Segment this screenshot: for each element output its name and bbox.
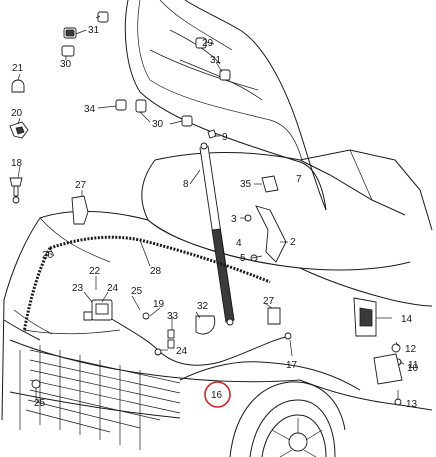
misc-fasteners <box>31 312 292 398</box>
callout-18: 18 <box>11 158 23 169</box>
callout-5: 5 <box>240 253 246 264</box>
callout-labels: 1 2 3 4 5 7 8 9 10 11 12 13 14 16 17 18 … <box>11 25 419 410</box>
callout-3: 3 <box>231 214 237 225</box>
callout-27a: 27 <box>75 180 87 191</box>
callout-30b: 30 <box>152 119 164 130</box>
hood-panel <box>124 0 327 211</box>
highlight-ring <box>204 381 231 408</box>
callout-31b: 31 <box>210 55 222 66</box>
callout-32: 32 <box>197 301 209 312</box>
callout-2: 2 <box>290 237 296 248</box>
hood-latch <box>83 299 113 321</box>
wheel <box>249 399 336 457</box>
rubber-stop-parts <box>61 11 231 127</box>
callout-21: 21 <box>12 63 24 74</box>
callout-24a: 24 <box>107 283 119 294</box>
callout-23: 23 <box>72 283 84 294</box>
callout-22: 22 <box>89 266 101 277</box>
callout-17: 17 <box>286 360 298 371</box>
callout-20: 20 <box>11 108 23 119</box>
callout-33: 33 <box>167 311 179 322</box>
callout-26: 26 <box>42 250 54 261</box>
callout-13: 13 <box>406 399 418 410</box>
callout-7: 7 <box>296 174 302 185</box>
callout-34: 34 <box>84 104 96 115</box>
callout-29: 29 <box>202 38 214 49</box>
release-cable <box>23 317 291 366</box>
callout-25b: 25 <box>34 398 46 409</box>
callout-10: 10 <box>407 363 419 374</box>
callout-25a: 25 <box>131 286 143 297</box>
callout-30a: 30 <box>60 59 72 70</box>
callout-12: 12 <box>405 344 417 355</box>
callout-9: 9 <box>222 132 228 143</box>
callout-31a: 31 <box>88 25 100 36</box>
hinge-parts <box>71 129 287 335</box>
callout-11: 11 <box>408 360 419 371</box>
callout-28: 28 <box>150 266 162 277</box>
clip-parts <box>9 79 29 204</box>
callout-14: 14 <box>401 314 413 325</box>
callout-16: 16 <box>211 390 223 401</box>
callout-4: 4 <box>236 238 242 249</box>
callout-24b: 24 <box>176 346 188 357</box>
callout-19: 19 <box>153 299 165 310</box>
callout-8: 8 <box>183 179 189 190</box>
callout-27b: 27 <box>263 296 275 307</box>
fender-bracket-parts <box>353 297 403 406</box>
hood-gas-strut <box>199 142 235 326</box>
callout-35: 35 <box>240 179 252 190</box>
leader-lines <box>17 15 405 403</box>
